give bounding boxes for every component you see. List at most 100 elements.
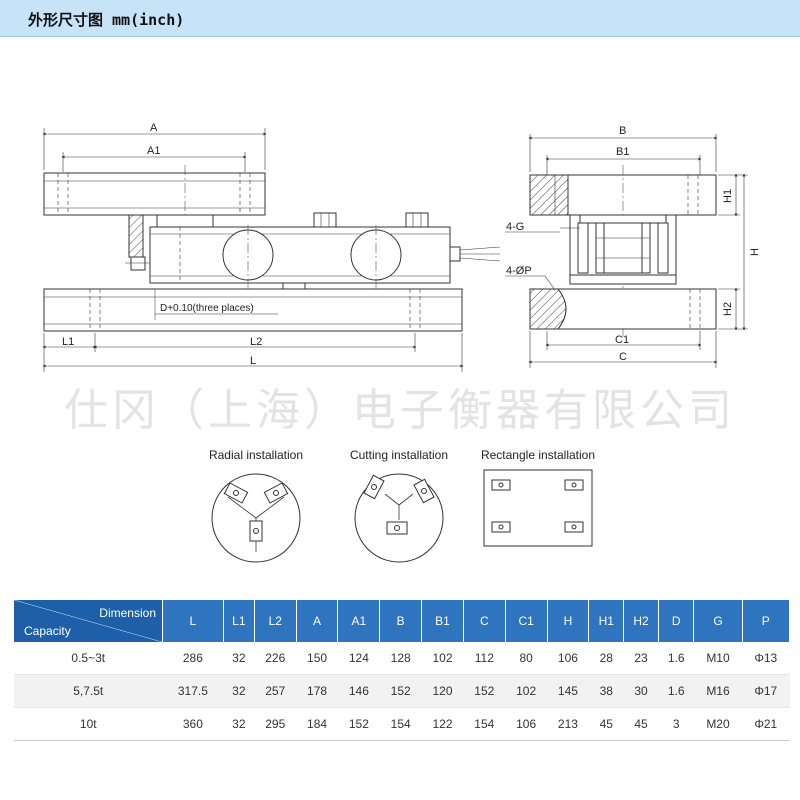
- table-cell: Φ21: [742, 707, 790, 741]
- table-row: 10t 360 32 295 184 152 154 122 154 106 2…: [14, 707, 790, 741]
- column-header: H2: [623, 600, 659, 642]
- table-cell: 80: [505, 642, 548, 675]
- table-cell: 154: [379, 707, 422, 741]
- installation-labels: Radial installation Cutting installation…: [209, 448, 595, 462]
- column-header: D: [658, 600, 695, 642]
- column-header: L2: [254, 600, 297, 642]
- table-cell: 32: [223, 674, 255, 708]
- table-cell: 226: [254, 642, 297, 675]
- watermark: 仕冈（上海）电子衡器有限公司: [64, 386, 736, 435]
- table-cell: 106: [547, 642, 589, 675]
- column-header: H1: [588, 600, 625, 642]
- capacity-cell: 5,7.5t: [14, 674, 163, 708]
- column-header: B1: [421, 600, 464, 642]
- column-header: L: [162, 600, 224, 642]
- cutting-installation-diagram: [354, 473, 444, 563]
- table-cell: 120: [421, 674, 464, 708]
- table-cell: 152: [379, 674, 422, 708]
- front-view: [42, 128, 501, 372]
- table-cell: 257: [254, 674, 297, 708]
- column-header: P: [742, 600, 791, 642]
- column-header: A1: [337, 600, 381, 642]
- table-cell: Φ13: [742, 642, 790, 675]
- label-cutting-installation: Cutting installation: [350, 448, 448, 462]
- table-row: 5,7.5t 317.5 32 257 178 146 152 120 152 …: [14, 674, 790, 708]
- label-L1: L1: [62, 336, 74, 348]
- table-cell: 102: [505, 674, 548, 708]
- table-cell: 124: [337, 642, 380, 675]
- table-cell: 106: [505, 707, 548, 741]
- table-cell: 150: [296, 642, 338, 675]
- table-cell: 286: [162, 642, 224, 675]
- table-cell: 184: [296, 707, 338, 741]
- dimension-table-container: Dimension Capacity L L1 L2 A A1 B B1 C C…: [14, 600, 791, 741]
- label-4-P: 4-ØP: [506, 265, 532, 277]
- corner-capacity-label: Capacity: [24, 624, 71, 638]
- rectangle-installation-diagram: [483, 469, 593, 547]
- capacity-cell: 0.5~3t: [14, 642, 163, 675]
- table-cell: 178: [296, 674, 338, 708]
- table-cell: M16: [693, 674, 743, 708]
- label-B: B: [619, 125, 626, 137]
- table-cell: 3: [658, 707, 694, 741]
- column-header: L1: [223, 600, 255, 642]
- page-title: 外形尺寸图 mm(inch): [28, 11, 185, 29]
- label-C1: C1: [615, 334, 629, 346]
- table-cell: 146: [337, 674, 380, 708]
- table-cell: 145: [547, 674, 589, 708]
- table-cell: 32: [223, 707, 255, 741]
- table-row: 0.5~3t 286 32 226 150 124 128 102 112 80…: [14, 642, 790, 675]
- table-cell: 32: [223, 642, 255, 675]
- side-view-labels: B B1 C1 C 4-G 4-ØP H1 H2 H: [506, 125, 761, 363]
- label-C: C: [619, 351, 627, 363]
- table-cell: 28: [588, 642, 624, 675]
- table-cell: 38: [588, 674, 624, 708]
- column-header: H: [547, 600, 590, 642]
- column-header: G: [693, 600, 743, 642]
- column-header: C1: [505, 600, 548, 642]
- front-view-labels: A A1 L1 L2 L D+0.10(three places): [62, 122, 262, 367]
- radial-installation-diagram: [211, 473, 301, 563]
- table-cell: 295: [254, 707, 297, 741]
- table-cell: 213: [547, 707, 589, 741]
- table-cell: 112: [463, 642, 506, 675]
- table-cell: 152: [463, 674, 506, 708]
- label-rectangle-installation: Rectangle installation: [481, 448, 595, 462]
- table-cell: 1.6: [658, 642, 694, 675]
- column-header: B: [379, 600, 423, 642]
- table-cell: 23: [623, 642, 659, 675]
- table-cell: 154: [463, 707, 506, 741]
- corner-dimension-label: Dimension: [99, 606, 156, 620]
- table-cell: Φ17: [742, 674, 790, 708]
- table-corner-cell: Dimension Capacity: [14, 600, 163, 642]
- table-cell: 152: [337, 707, 380, 741]
- table-cell: 102: [421, 642, 464, 675]
- table-cell: 128: [379, 642, 422, 675]
- label-4-G: 4-G: [506, 221, 524, 233]
- label-L2: L2: [250, 336, 262, 348]
- label-H: H: [749, 248, 761, 256]
- table-header-row: Dimension Capacity L L1 L2 A A1 B B1 C C…: [14, 600, 791, 642]
- column-header: C: [463, 600, 506, 642]
- label-H1: H1: [722, 189, 734, 203]
- label-A: A: [150, 122, 158, 134]
- table-cell: M10: [693, 642, 743, 675]
- technical-drawing: A A1 L1 L2 L D+0.10(three places): [42, 122, 761, 563]
- label-B1: B1: [616, 146, 629, 158]
- header-bar: 外形尺寸图 mm(inch): [0, 0, 800, 37]
- table-cell: 122: [421, 707, 464, 741]
- column-header: A: [296, 600, 339, 642]
- side-view: [505, 134, 748, 368]
- table-cell: 30: [623, 674, 659, 708]
- table-cell: 360: [162, 707, 224, 741]
- label-radial-installation: Radial installation: [209, 448, 303, 462]
- table-cell: 1.6: [658, 674, 694, 708]
- capacity-cell: 10t: [14, 707, 163, 741]
- table-cell: 45: [623, 707, 659, 741]
- table-cell: M20: [693, 707, 743, 741]
- table-cell: 317.5: [162, 674, 224, 708]
- label-D: D+0.10(three places): [160, 303, 254, 314]
- table-cell: 45: [588, 707, 624, 741]
- label-A1: A1: [147, 145, 160, 157]
- dimension-table: Dimension Capacity L L1 L2 A A1 B B1 C C…: [14, 600, 791, 741]
